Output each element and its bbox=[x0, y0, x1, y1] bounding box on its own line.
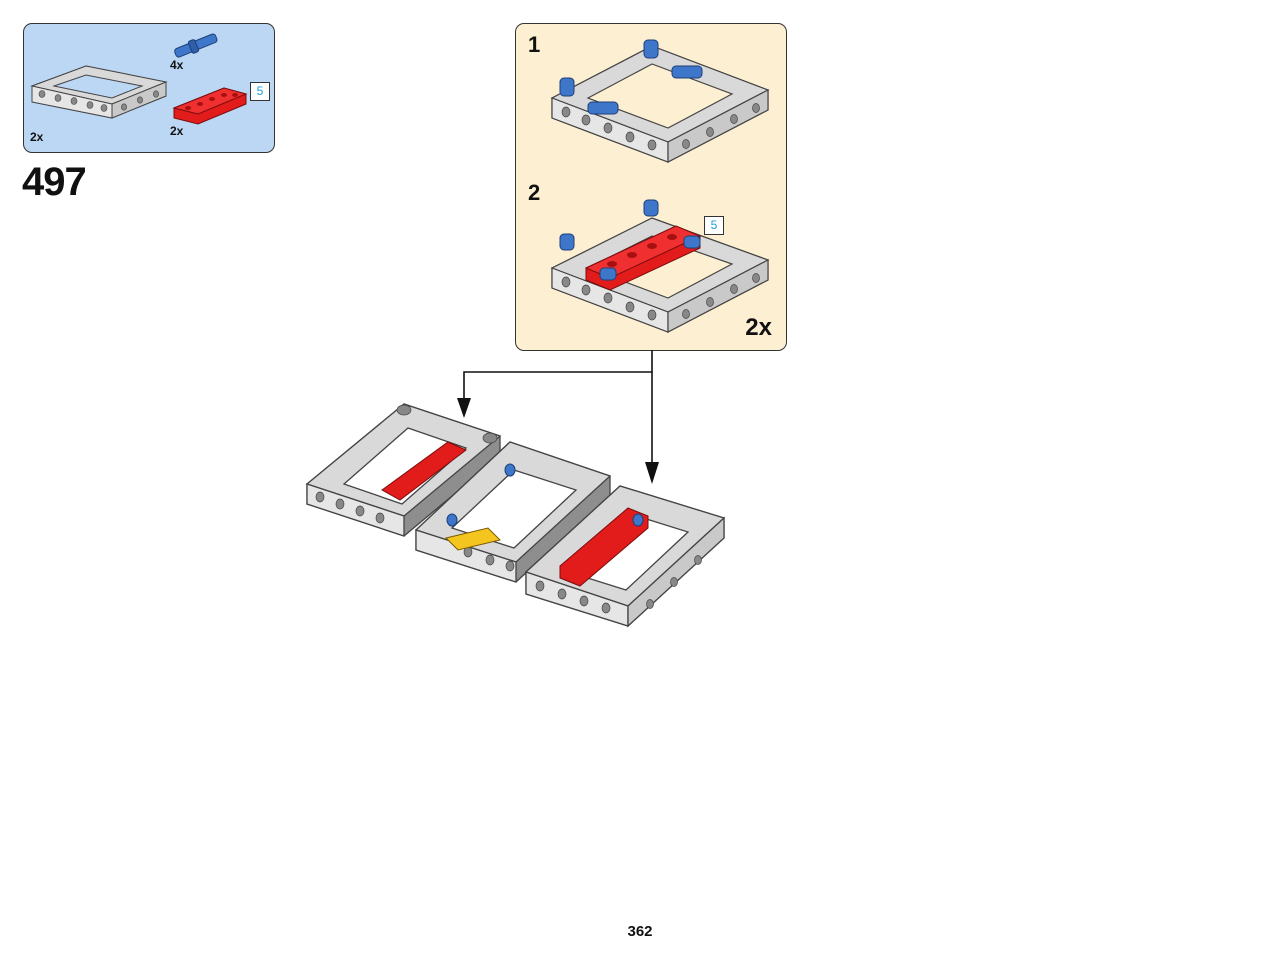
substep-1-number: 1 bbox=[528, 32, 541, 57]
middle-frame bbox=[414, 441, 612, 583]
substep-2-blue-pins-icon bbox=[559, 199, 701, 281]
beam-qty: 2x bbox=[170, 124, 184, 138]
arrow-heads bbox=[457, 398, 659, 484]
substep-2-length-callout: 5 bbox=[704, 216, 724, 235]
placement-arrows bbox=[463, 350, 653, 468]
blue-pin-part-icon bbox=[174, 33, 218, 58]
substep-multiplier: 2x bbox=[745, 314, 772, 341]
frame-part-icon bbox=[30, 65, 168, 119]
parts-illustration bbox=[30, 33, 248, 125]
right-red-beam bbox=[559, 507, 649, 587]
substep-illustration bbox=[550, 39, 770, 333]
left-subassembly-frame bbox=[305, 403, 502, 537]
substep-1-blue-pins-icon bbox=[559, 39, 703, 115]
step-number: 497 bbox=[22, 160, 87, 204]
parts-list-panel: 2x 4x 2x 5 bbox=[23, 23, 275, 153]
yellow-warning-tile bbox=[445, 527, 501, 551]
substep-2-number: 2 bbox=[528, 180, 541, 205]
pin-qty: 4x bbox=[170, 58, 184, 72]
left-red-beam bbox=[381, 441, 467, 501]
page-number: 362 bbox=[627, 923, 653, 940]
frame-qty: 2x bbox=[30, 130, 44, 144]
right-subassembly-frame bbox=[524, 485, 726, 628]
red-beam-part-icon bbox=[172, 87, 248, 125]
substep-panel: 1 2 5 2x bbox=[515, 23, 787, 351]
substep-1-frame-icon bbox=[550, 45, 770, 163]
beam-length-callout: 5 bbox=[250, 82, 270, 101]
